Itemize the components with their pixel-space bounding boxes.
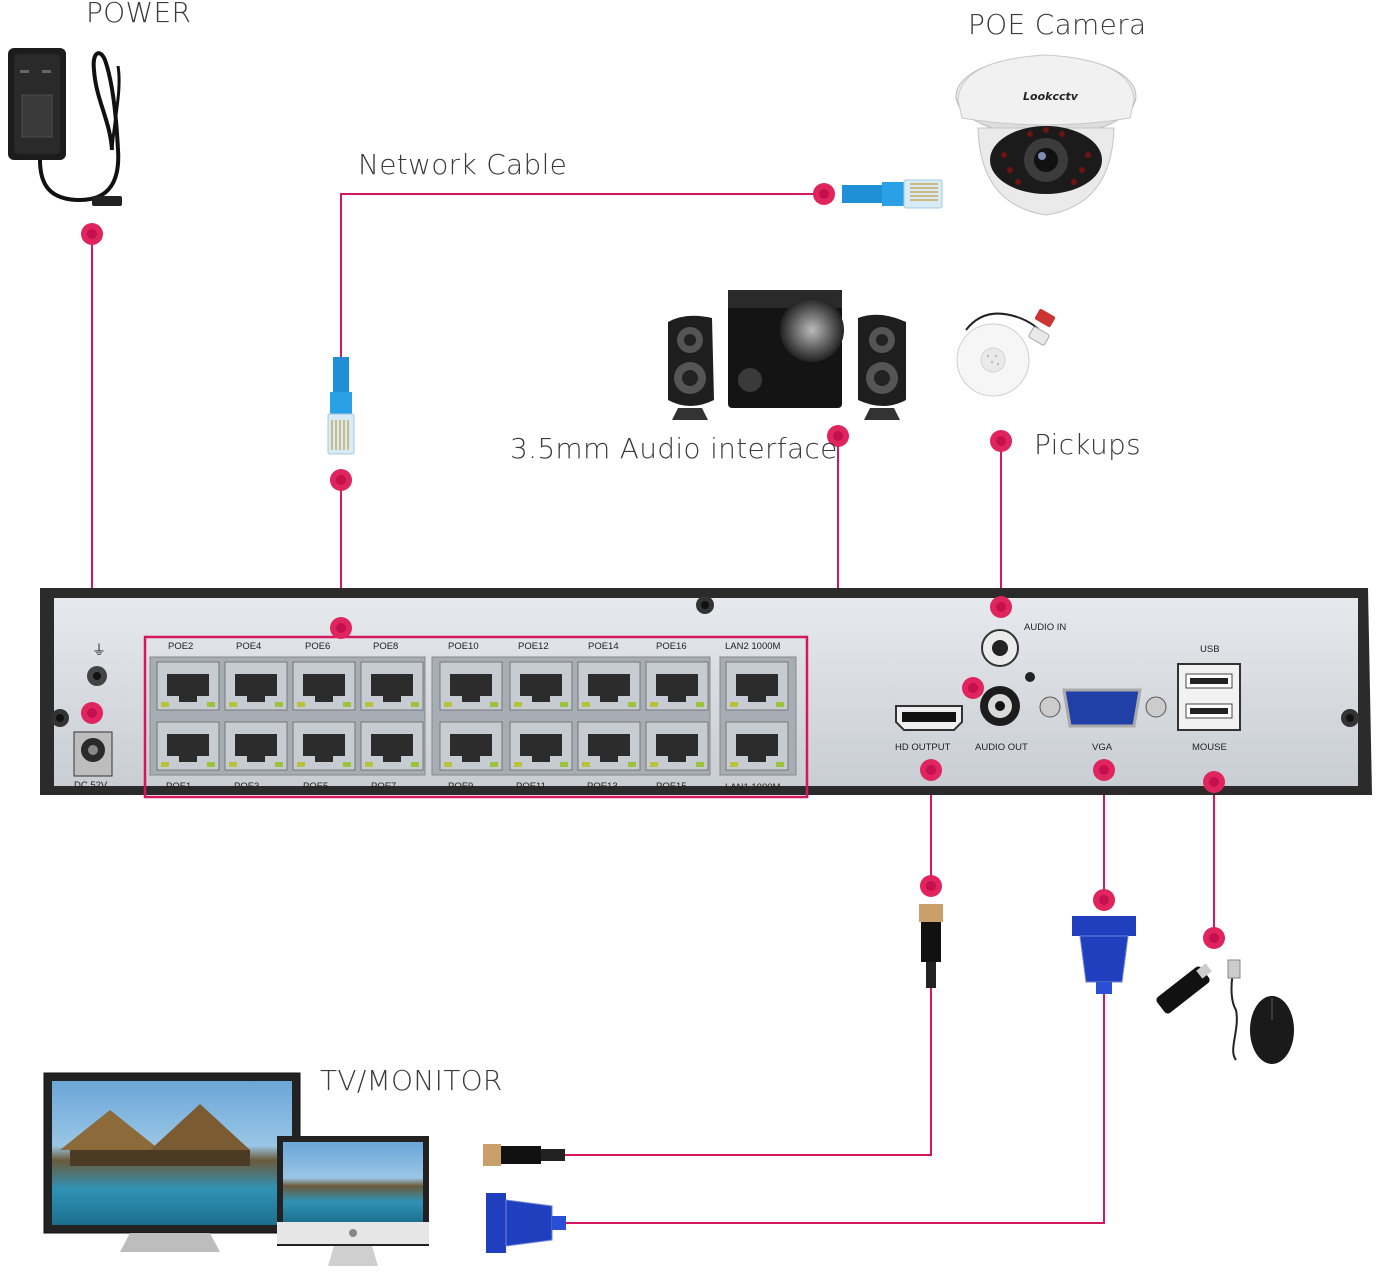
poe-bottom-label: POE3 [234,781,260,792]
connection-dot-center [996,602,1006,612]
connection-dot-center [336,475,346,485]
vga-cable-vertical-image [1072,916,1136,994]
poe-bottom-label: POE7 [371,781,397,792]
poe-top-label: POE16 [656,641,687,652]
rj45-horizontal-image [842,179,943,209]
poe-bottom-label: POE5 [303,781,329,792]
poe-port [360,721,424,771]
hdmi-cable-horizontal-image [483,1144,565,1166]
nvr-rear-panel [40,588,1372,799]
poe-port [577,661,641,711]
poe-top-label: POE4 [236,641,262,652]
tv-monitor-label: TV/MONITOR [320,1064,503,1097]
poe-port [645,721,709,771]
mouse-label: MOUSE [1192,742,1227,753]
connection-dot-center [833,431,843,441]
usb-drive-and-mouse-image [1156,959,1294,1064]
usb-label: USB [1200,644,1220,655]
speakers-image [668,290,906,420]
vga-port [1039,688,1167,728]
connection-dot-center [87,229,97,239]
connection-dot-center [1209,933,1219,943]
poe-top-label: POE2 [168,641,194,652]
poe-port [292,661,356,711]
connection-dot-center [926,881,936,891]
poe-port [156,661,220,711]
hd-output-label: HD OUTPUT [895,742,951,753]
power-adapter-image [8,48,122,206]
network-cable-label: Network Cable [358,148,568,181]
power-label: POWER [86,0,192,29]
poe-bottom-label: POE11 [516,781,546,792]
poe-top-label: POE8 [373,641,399,652]
vga-label: VGA [1092,742,1113,753]
poe-port [645,661,709,711]
connection-dots [81,183,1225,949]
network-wire-top [340,193,824,360]
pickup-microphone-image [956,309,1056,397]
rj45-vertical-image [327,357,355,455]
audio-out-jack [980,686,1020,726]
poe-port [439,721,503,771]
poe-top-label: POE6 [305,641,331,652]
usb-ports [1177,663,1241,731]
vga-wire-lower [566,993,1105,1224]
poe-bottom-label: POE13 [587,781,618,792]
connection-dot-center [87,708,97,718]
connection-dot-center [926,765,936,775]
poe-port [224,721,288,771]
lan1-label: LAN1 1000M [725,782,781,793]
connection-dot-center [336,623,346,633]
connection-dot-center [1209,777,1219,787]
poe-port [577,721,641,771]
poe-bottom-label: POE15 [656,781,687,792]
dc-power-label: DC 52V [74,780,108,791]
connection-dot-center [1099,895,1109,905]
pickups-label: Pickups [1034,428,1142,461]
vga-cable-horizontal-image [486,1193,566,1253]
connection-dot-center [968,683,978,693]
hdmi-wire-lower [563,985,932,1156]
audio-out-label: AUDIO OUT [975,742,1028,753]
poe-top-label: POE14 [588,641,619,652]
poe-camera-image [955,54,1137,216]
audio-interface-label: 3.5mm Audio interface [510,432,838,465]
poe-port [439,661,503,711]
tv-monitor-image [43,1072,429,1266]
poe-port [224,661,288,711]
poe-bottom-label: POE9 [448,781,474,792]
lan2-label: LAN2 1000M [725,641,781,652]
lan-port [725,721,789,771]
audio-in-jack [981,629,1035,682]
poe-port [292,721,356,771]
ground-icon: ⏚ [92,642,106,658]
poe-port [509,661,573,711]
rj45-ports [156,661,789,771]
poe-top-label: POE10 [448,641,479,652]
hdmi-port [895,705,963,731]
poe-top-label: POE12 [518,641,549,652]
poe-camera-label: POE Camera [968,8,1147,41]
lan-port [725,661,789,711]
audio-in-label: AUDIO IN [1024,622,1067,633]
poe-bottom-label: POE1 [166,781,192,792]
connection-dot-center [1099,765,1109,775]
poe-port [360,661,424,711]
camera-brand-label: Lookcctv [1023,90,1078,103]
poe-port [509,721,573,771]
connection-dot-center [819,189,829,199]
poe-port [156,721,220,771]
connection-dot-center [996,436,1006,446]
hdmi-cable-vertical-image [919,904,943,988]
